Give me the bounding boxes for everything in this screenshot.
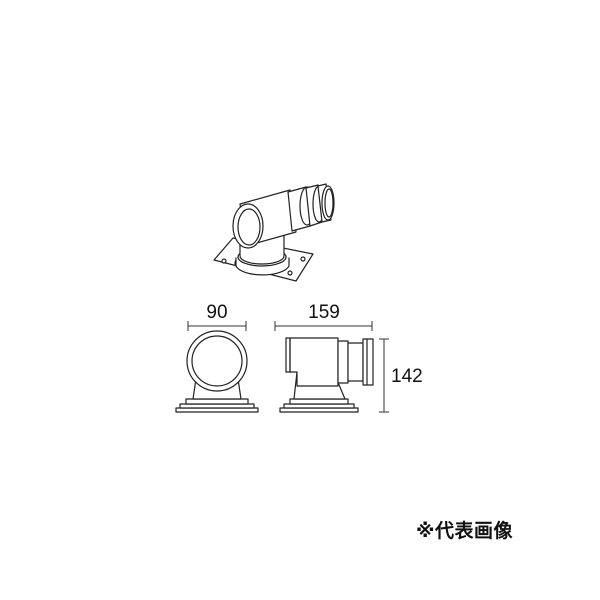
iso-screw-hole: [287, 270, 293, 276]
front-main-tube: [289, 337, 339, 387]
front-view: [279, 337, 374, 413]
dim-height: 142: [391, 366, 423, 387]
dim-front-width: 159: [308, 302, 340, 323]
front-outlet-step-2: [347, 342, 364, 382]
iso-inlet-inner: [237, 208, 261, 246]
dim-side-width: 90: [206, 302, 227, 323]
side-view: [175, 330, 259, 413]
iso-screw-hole: [300, 256, 306, 262]
side-ring-inner: [191, 335, 243, 387]
iso-screw-hole: [221, 258, 227, 264]
dimension-lines: [187, 321, 389, 413]
front-outlet-end: [362, 338, 374, 386]
isometric-view: [213, 183, 335, 282]
front-outlet-step-1: [337, 340, 349, 384]
representative-image-note: ※代表画像: [416, 520, 513, 542]
